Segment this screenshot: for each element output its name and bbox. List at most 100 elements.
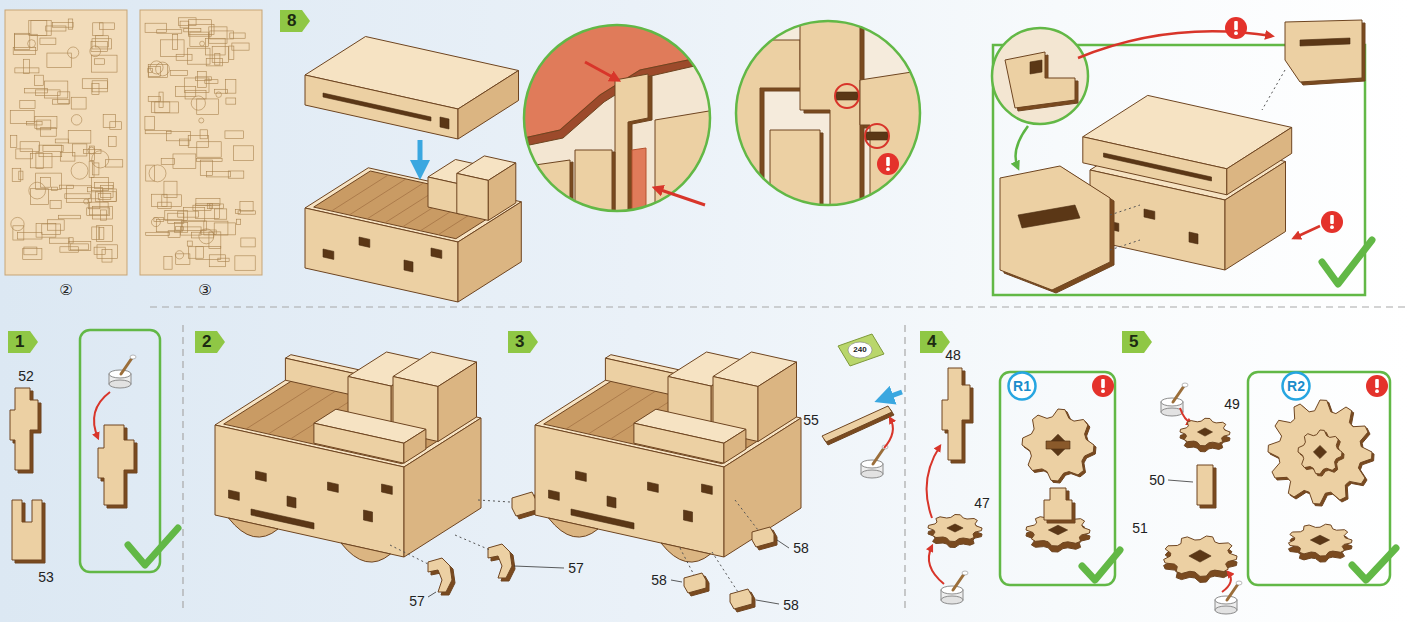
guide-line: [455, 535, 490, 550]
slot-hole: [328, 482, 339, 492]
cut-line: [175, 87, 195, 97]
cut-line: [237, 219, 241, 224]
guide-line: [390, 545, 430, 565]
part-number: 48: [945, 348, 961, 362]
wood-front: [305, 208, 458, 302]
leader-line: [671, 580, 682, 582]
cut-line: [146, 232, 170, 235]
cut-line: [161, 159, 174, 165]
cut-line: [214, 209, 226, 219]
cut-line: [87, 208, 110, 216]
cut-line: [35, 90, 60, 96]
side-panel: [1285, 20, 1362, 82]
wood-side: [1227, 127, 1292, 194]
cut-line: [88, 147, 95, 154]
cut-line: [89, 161, 94, 177]
cut-line: [90, 46, 101, 57]
guide-line: [735, 500, 758, 530]
gear-hole: [1313, 445, 1326, 458]
part-number: 57: [409, 594, 425, 608]
cut-line: [20, 142, 39, 152]
step-number: 1: [8, 331, 38, 353]
glue-brush: [1173, 386, 1184, 402]
cut-line: [87, 187, 102, 192]
step-badge: 2: [195, 331, 225, 353]
cut-line: [19, 171, 23, 180]
cut-line: [23, 59, 29, 73]
assembled-gear: [1289, 524, 1353, 562]
warning-dot: [1234, 31, 1238, 35]
part-53: [12, 500, 42, 560]
cut-line: [232, 43, 249, 50]
cut-line: [36, 173, 62, 189]
glue-pot-base: [861, 470, 883, 478]
warning-icon: [1225, 17, 1247, 39]
cut-line: [214, 223, 235, 235]
cut-line: [99, 23, 114, 29]
cut-line: [102, 249, 112, 262]
cut-line: [68, 131, 91, 144]
reference-ring: [1283, 373, 1310, 400]
cut-line: [155, 102, 179, 113]
cut-line: [212, 46, 229, 62]
glue-pot-base: [1215, 606, 1237, 614]
cut-line: [207, 172, 231, 177]
cut-line: [69, 241, 91, 250]
direction-arrow: [1294, 226, 1320, 238]
cut-line: [90, 202, 109, 215]
direction-arrow: [929, 546, 944, 584]
cut-line: [13, 47, 36, 54]
slot-hole: [1018, 205, 1080, 228]
cut-line: [47, 53, 71, 68]
part-58: [752, 527, 774, 547]
cut-line: [209, 204, 223, 208]
cut-line: [17, 232, 42, 239]
cut-line: [40, 177, 50, 187]
cut-line: [200, 130, 208, 139]
highlight-ring: [835, 84, 859, 108]
wood-side: [488, 163, 516, 221]
cut-line: [29, 20, 51, 35]
cut-line: [97, 226, 113, 242]
warning-icon: [1366, 375, 1388, 397]
reference-circle: R2: [1281, 371, 1311, 401]
cut-line: [234, 146, 254, 161]
step-4-figure: [927, 368, 1120, 604]
warning-icon: [1092, 375, 1114, 397]
warning-dot: [1375, 389, 1379, 393]
cut-line: [26, 121, 42, 125]
cut-line: [229, 46, 234, 59]
wood-side: [758, 362, 797, 442]
slot-hole: [1104, 153, 1212, 181]
cut-line: [180, 21, 189, 28]
gear-hole: [1048, 525, 1067, 535]
cut-line: [187, 241, 192, 246]
cut-line: [179, 139, 189, 145]
part-number: 57: [568, 561, 584, 575]
warning-bar: [1375, 379, 1379, 388]
warning-disc: [1225, 17, 1247, 39]
callout-frame: [80, 330, 160, 572]
cut-line: [149, 165, 166, 182]
cut-line: [94, 247, 105, 254]
badge-tag: [195, 331, 225, 353]
cut-line: [238, 211, 255, 214]
cut-line: [36, 153, 43, 169]
rocker-foot: [229, 518, 279, 537]
highlight-ring: [865, 124, 889, 148]
cut-line: [39, 145, 62, 157]
slot-hole: [323, 93, 431, 121]
part-49: [1180, 418, 1230, 452]
cut-line: [14, 34, 37, 50]
cut-line: [98, 193, 111, 199]
dashed-separator: [150, 306, 1409, 307]
cut-line: [52, 23, 73, 28]
direction-arrow: [585, 62, 618, 80]
cut-line: [145, 116, 155, 129]
direction-arrow: [884, 418, 893, 448]
part-number: 53: [38, 570, 54, 584]
direction-arrow: [655, 188, 705, 205]
slot-hole: [836, 92, 858, 100]
wood-side: [404, 429, 426, 463]
